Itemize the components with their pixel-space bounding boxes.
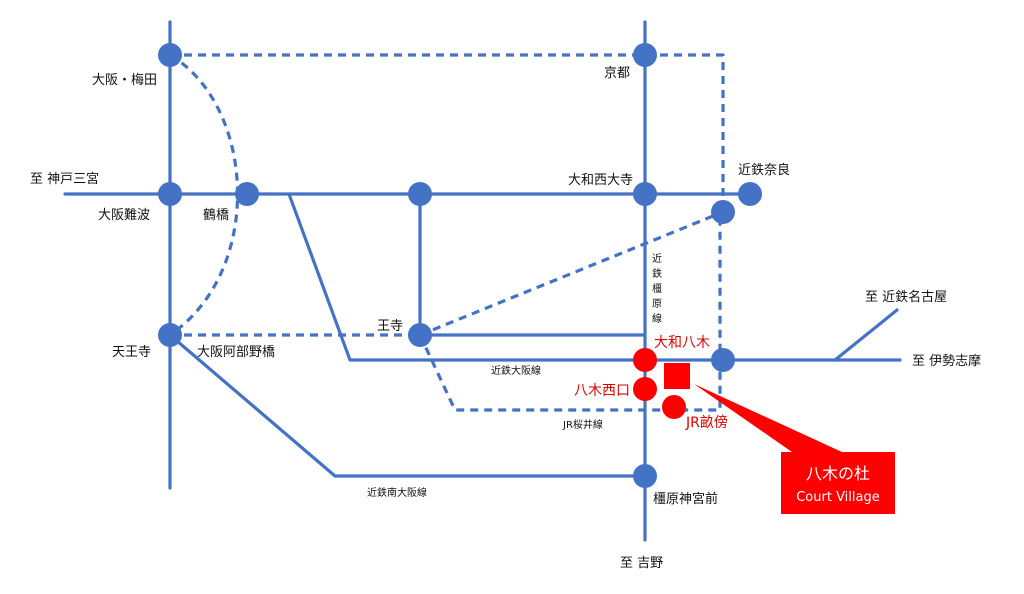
label-osaka-umeda: 大阪・梅田 — [92, 73, 157, 88]
label-kyoto: 京都 — [604, 66, 630, 81]
station-kashihara-jingumae[interactable] — [633, 464, 657, 488]
court-village-marker[interactable] — [664, 363, 690, 389]
station-transfer-mid[interactable] — [408, 182, 432, 206]
label-yamato-saidaiji: 大和西大寺 — [568, 173, 633, 188]
station-oji[interactable] — [408, 323, 432, 347]
direction-kobe-sannomiya: 至 神戸三宮 — [30, 171, 99, 187]
line-jr-loop-top — [170, 53, 725, 212]
label-yamato-yagi: 大和八木 — [654, 335, 710, 351]
direction-yoshino: 至 吉野 — [620, 556, 663, 571]
label-kintetsu-nara: 近鉄奈良 — [738, 162, 790, 178]
station-tennoji[interactable] — [158, 323, 182, 347]
line-jr-oji-nara — [419, 210, 724, 337]
station-nara-jr[interactable] — [711, 200, 735, 224]
direction-kintetsu-nagoya: 至 近鉄名古屋 — [865, 289, 947, 305]
court-village-callout-box[interactable] — [781, 452, 895, 514]
label-kintetsu-kashihara-char-4: 原 — [652, 298, 662, 310]
label-oji: 王寺 — [377, 319, 403, 334]
callout-subtitle: Court Village — [796, 490, 880, 505]
label-jr-sakurai-line: JR桜井線 — [562, 418, 603, 431]
label-yagi-nishiguchi: 八木西口 — [574, 383, 630, 399]
label-osaka-namba: 大阪難波 — [98, 208, 150, 223]
label-jr-unebi: JR畝傍 — [685, 414, 728, 431]
label-osaka-abenobashi: 大阪阿部野橋 — [197, 345, 275, 360]
station-yagi-nishiguchi[interactable] — [633, 377, 657, 401]
direction-ise-shima: 至 伊勢志摩 — [912, 353, 981, 369]
label-kintetsu-minami-osaka-line: 近鉄南大阪線 — [367, 486, 427, 499]
label-kintetsu-kashihara-char-3: 橿 — [652, 282, 662, 295]
station-jr-unebi[interactable] — [662, 395, 686, 419]
station-kyoto[interactable] — [633, 43, 657, 67]
label-tsuruhashi: 鶴橋 — [203, 207, 229, 223]
station-east-junction[interactable] — [711, 348, 735, 372]
label-kintetsu-kashihara-char-2: 鉄 — [652, 267, 662, 280]
station-kintetsu-nara[interactable] — [738, 182, 762, 206]
callout-title: 八木の杜 — [806, 464, 870, 483]
station-osaka-namba[interactable] — [158, 182, 182, 206]
station-yamato-yagi[interactable] — [633, 348, 657, 372]
station-tsuruhashi[interactable] — [235, 182, 259, 206]
line-nagoya-branch — [833, 308, 899, 362]
callout-pointer — [694, 384, 842, 452]
line-kintetsu-minami-osaka — [168, 333, 647, 478]
station-yamato-saidaiji[interactable] — [633, 182, 657, 206]
line-jr-sakurai — [418, 212, 722, 412]
label-kashihara-jingumae: 橿原神宮前 — [653, 491, 718, 507]
label-kintetsu-kashihara-char-1: 近 — [652, 252, 662, 265]
station-osaka-umeda[interactable] — [158, 43, 182, 67]
label-tennoji: 天王寺 — [112, 345, 151, 360]
label-kintetsu-osaka-line: 近鉄大阪線 — [491, 364, 541, 377]
label-kintetsu-kashihara-char-5: 線 — [652, 312, 662, 325]
